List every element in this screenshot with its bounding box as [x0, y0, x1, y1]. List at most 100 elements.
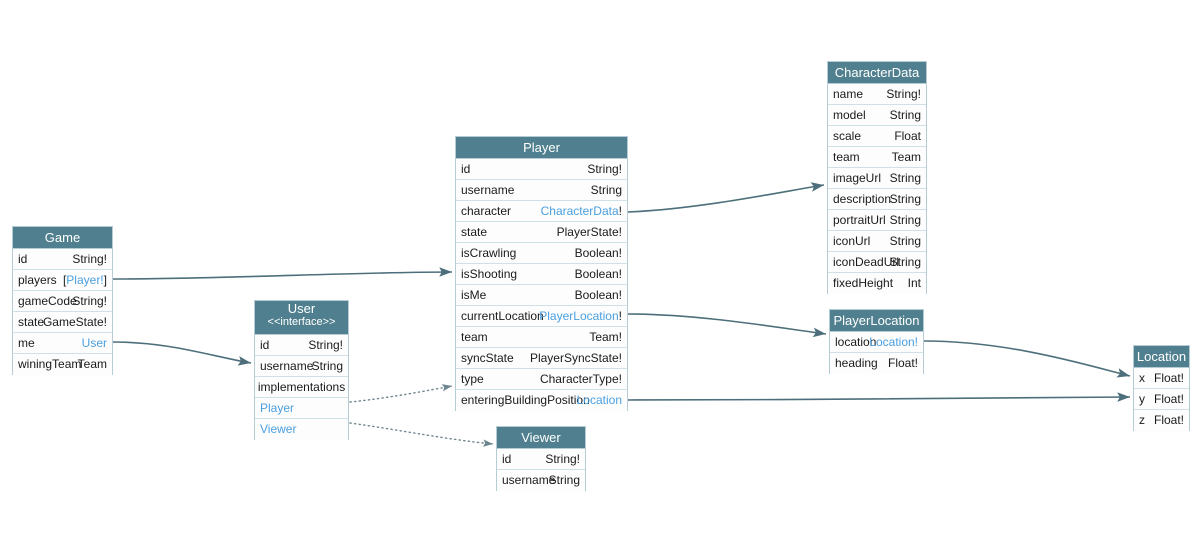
field-type: String: [889, 255, 921, 269]
field-type: String: [590, 183, 622, 197]
entity-field-row[interactable]: state PlayerState!: [456, 222, 627, 243]
field-type-link[interactable]: Location!: [869, 335, 918, 349]
field-name: id: [502, 452, 512, 466]
field-name[interactable]: Viewer: [260, 422, 297, 436]
field-type: String!: [72, 252, 107, 266]
entity-field-row[interactable]: implementations: [255, 377, 348, 398]
entity-title: User: [287, 301, 316, 316]
entity-field-row[interactable]: Viewer: [255, 419, 348, 440]
field-type[interactable]: CharacterData!: [540, 201, 622, 221]
field-type-link[interactable]: CharacterData: [540, 204, 619, 218]
field-name: currentLocation: [461, 309, 544, 323]
entity-header-game: Game: [13, 227, 112, 249]
field-name: enteringBuildingPosition: [461, 393, 590, 407]
field-name: description: [833, 192, 892, 206]
field-type: Team!: [589, 330, 622, 344]
field-name: scale: [833, 129, 862, 143]
field-name: team: [833, 150, 860, 164]
field-type-link[interactable]: User: [81, 336, 107, 350]
entity-field-row[interactable]: team Team: [828, 147, 926, 168]
field-type: PlayerState!: [556, 225, 622, 239]
field-name: winingTeam: [18, 357, 82, 371]
field-name: iconDeadUrl: [833, 255, 900, 269]
field-type: String!: [308, 338, 343, 352]
field-name: players: [18, 273, 57, 287]
field-name: location: [835, 335, 877, 349]
field-type: Float!: [887, 356, 918, 370]
entity-field-row[interactable]: players [Player!]: [13, 270, 112, 291]
field-type[interactable]: Location: [577, 390, 622, 411]
field-type-link[interactable]: PlayerLocation: [539, 309, 619, 323]
entity-field-row[interactable]: id String!: [497, 449, 585, 470]
edge-playerlocation-location-to-location: [923, 340, 1131, 378]
field-type: Float: [894, 129, 921, 143]
field-type-link[interactable]: Location: [576, 393, 622, 407]
field-type: String: [889, 213, 921, 227]
edge-user-implements-player: [349, 384, 453, 403]
field-type: Team: [891, 150, 921, 164]
field-type: String: [889, 234, 921, 248]
edge-player-character-to-characterdata: [627, 182, 825, 213]
entity-header-location: Location: [1134, 346, 1189, 368]
entity-field-row[interactable]: Player: [255, 398, 348, 419]
field-type[interactable]: Location!: [869, 332, 918, 352]
field-type[interactable]: PlayerLocation!: [539, 306, 622, 326]
field-type: Team: [77, 357, 107, 371]
entity-field-row[interactable]: scale Float: [828, 126, 926, 147]
field-type: String: [889, 108, 921, 122]
field-name: fixedHeight: [833, 276, 894, 290]
field-type[interactable]: User: [81, 333, 107, 353]
field-type: String!: [545, 452, 580, 466]
field-name: state: [461, 225, 488, 239]
field-name: isMe: [461, 288, 487, 302]
field-type-suffix: ]: [103, 273, 107, 287]
field-name: id: [18, 252, 28, 266]
field-type-link[interactable]: Player!: [66, 273, 104, 287]
field-name: id: [461, 162, 471, 176]
field-name: me: [18, 336, 35, 350]
entity-field-row[interactable]: me User: [13, 333, 112, 354]
field-type: String: [889, 171, 921, 185]
field-name[interactable]: Player: [260, 401, 295, 415]
entity-field-row[interactable]: id String!: [13, 249, 112, 270]
field-type[interactable]: [Player!]: [63, 270, 107, 290]
